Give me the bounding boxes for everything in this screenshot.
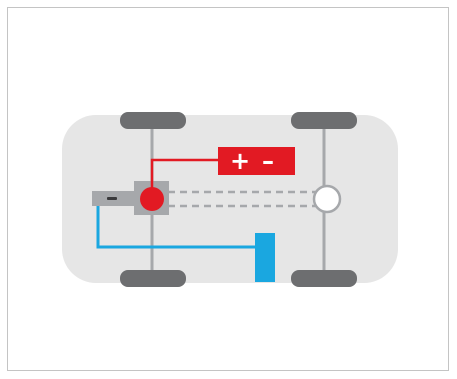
motor-core bbox=[140, 187, 164, 211]
rear-differential bbox=[312, 184, 342, 214]
wheel-front-bottom bbox=[120, 270, 186, 287]
battery-wire bbox=[150, 158, 218, 190]
battery bbox=[218, 147, 295, 175]
wheel-front-top bbox=[120, 112, 186, 129]
vehicle-chassis bbox=[62, 115, 398, 283]
wheel-rear-top bbox=[291, 112, 357, 129]
inverter-slot bbox=[107, 197, 117, 200]
battery-plus-symbol: + bbox=[230, 147, 250, 175]
coolant-line bbox=[96, 206, 258, 249]
wheel-rear-bottom bbox=[291, 270, 357, 287]
battery-minus-symbol: – bbox=[262, 147, 274, 175]
coolant-tank bbox=[255, 233, 275, 282]
